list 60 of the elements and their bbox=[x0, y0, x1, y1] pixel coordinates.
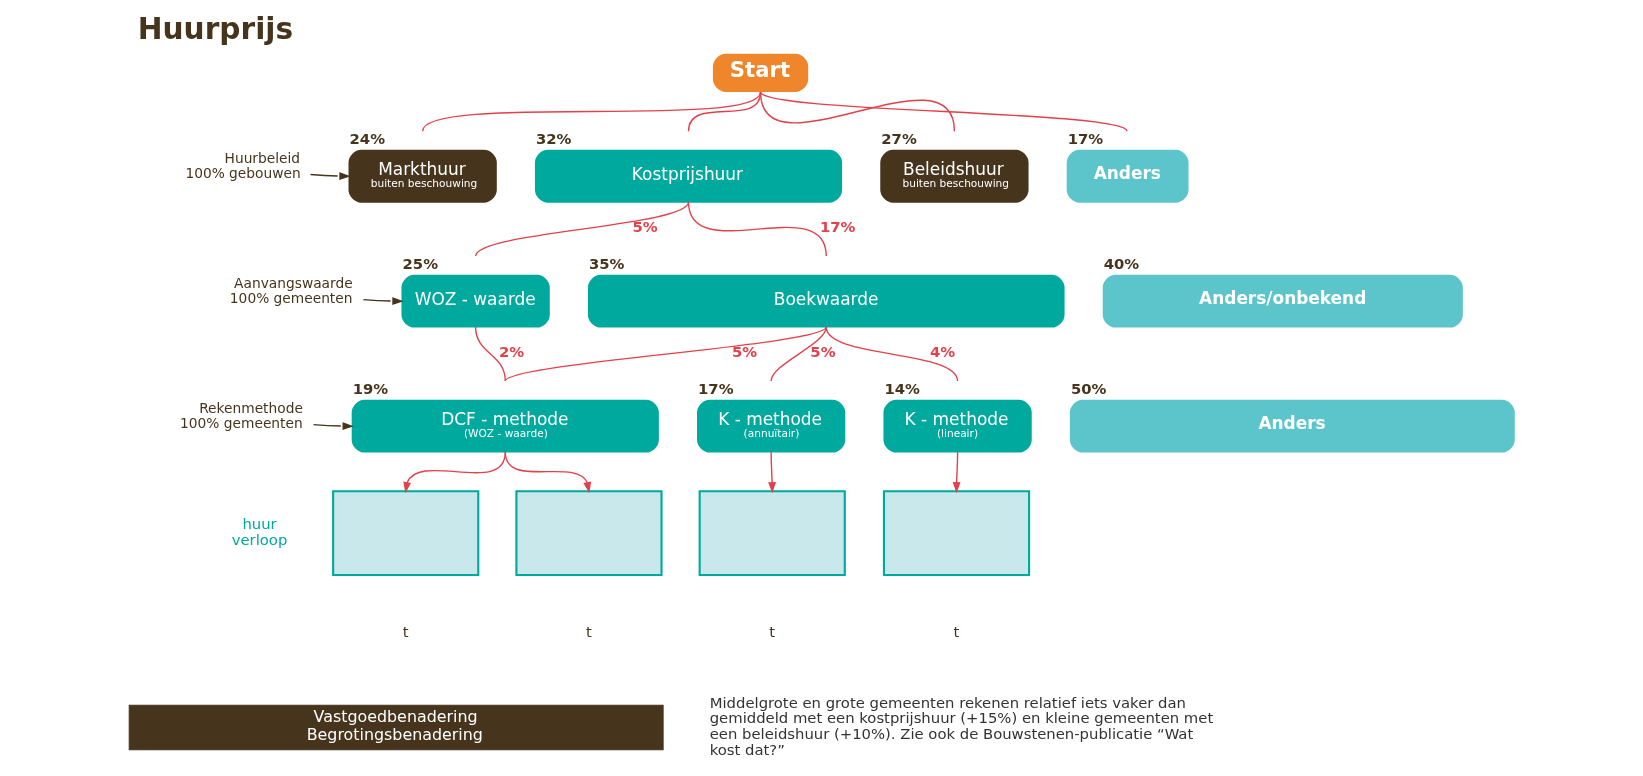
diagram-title: Huurprijs bbox=[137, 11, 293, 47]
arrow bbox=[402, 451, 506, 494]
arrow bbox=[504, 451, 591, 494]
arrow bbox=[767, 451, 776, 494]
node-box: Beleidshuur buiten beschouwing bbox=[879, 149, 1029, 203]
node-label: 40% bbox=[1103, 254, 1139, 272]
node-label: 27% bbox=[880, 129, 917, 147]
node-label: 50% bbox=[1070, 379, 1106, 397]
edge-label: 5% bbox=[731, 342, 757, 360]
connector bbox=[769, 326, 827, 382]
node-box: Boekwaarde bbox=[587, 274, 1065, 328]
node-box: K - methode (annuïtair) bbox=[696, 399, 845, 453]
node-label: 14% bbox=[884, 379, 920, 397]
connector bbox=[825, 326, 958, 382]
connector bbox=[421, 91, 761, 132]
edge-label: 4% bbox=[929, 342, 955, 360]
arrow bbox=[952, 451, 961, 494]
label: t bbox=[402, 623, 409, 641]
node-text: Huurbeleid 100% gebouwen bbox=[184, 149, 301, 181]
node-box: Anders bbox=[1066, 149, 1188, 203]
arrow bbox=[312, 422, 354, 430]
caption: Middelgrote en grote gemeenten rekenen relatief iets vaker dan gemiddeld met een kostprijshuur (+15%) en kleine gemeenten met een beleidshuur (+10%). Zie ook de Bouwstenen-publicatie “Wat kost dat?” bbox=[709, 693, 1213, 759]
node-box bbox=[882, 490, 1030, 576]
node-box bbox=[331, 490, 479, 576]
connector bbox=[504, 326, 827, 382]
node-text: Rekenmethode 100% gemeenten bbox=[179, 399, 303, 431]
node-box: K - methode (lineair) bbox=[882, 399, 1032, 453]
arrow bbox=[309, 172, 351, 180]
connector bbox=[474, 326, 506, 382]
node-box: Kostprijshuur bbox=[534, 149, 842, 203]
node-box: Anders/onbekend bbox=[1102, 274, 1463, 328]
node-label: 17% bbox=[1067, 129, 1103, 147]
node-box: WOZ - waarde bbox=[400, 274, 550, 328]
node-box: Vastgoedbenadering Begrotingsbenadering bbox=[128, 704, 664, 751]
node-box bbox=[698, 490, 846, 576]
node-label: 25% bbox=[402, 254, 438, 272]
node-label: 24% bbox=[349, 129, 385, 147]
node-label: 35% bbox=[588, 254, 624, 272]
node-box bbox=[514, 490, 663, 576]
arrow bbox=[362, 297, 404, 305]
label: t bbox=[585, 623, 592, 641]
connector bbox=[759, 91, 1128, 132]
edge-label: 5% bbox=[631, 217, 658, 235]
node-box: Markthuur buiten beschouwing bbox=[348, 149, 497, 203]
label: t bbox=[768, 623, 775, 641]
edge-label: 5% bbox=[809, 342, 835, 360]
label: huur verloop bbox=[231, 515, 287, 548]
label: t bbox=[953, 623, 959, 641]
connector bbox=[474, 201, 689, 257]
edge-label: 2% bbox=[498, 342, 524, 360]
node-label: 19% bbox=[352, 379, 388, 397]
node-box: Anders bbox=[1069, 399, 1515, 453]
node-box: DCF - methode (WOZ - waarde) bbox=[351, 399, 659, 453]
node-text: Aanvangswaarde 100% gemeenten bbox=[229, 274, 353, 306]
node-box: Start bbox=[712, 53, 808, 92]
node-label: 32% bbox=[535, 129, 571, 147]
connector bbox=[687, 201, 827, 257]
connector bbox=[759, 91, 955, 132]
edge-label: 17% bbox=[819, 217, 855, 235]
node-label: 17% bbox=[697, 379, 734, 397]
